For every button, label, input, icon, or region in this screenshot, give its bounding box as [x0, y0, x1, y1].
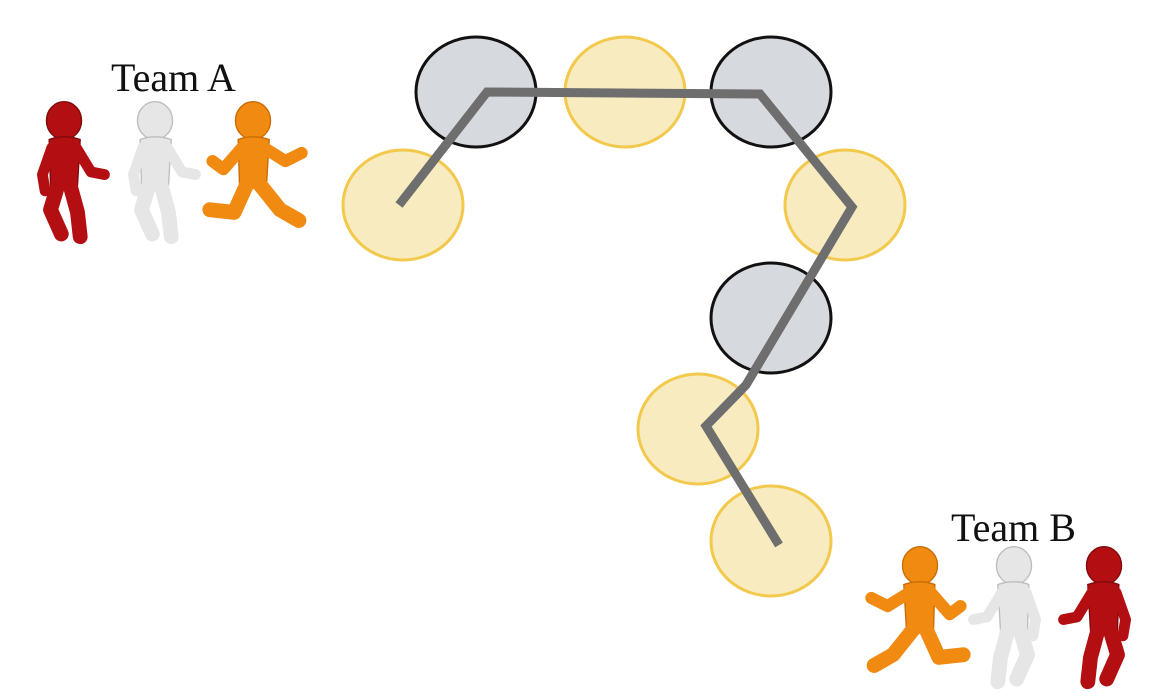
- team-a-player-1-figure: [36, 101, 110, 245]
- yellow-hoop-8: [709, 484, 833, 598]
- team-a-player-2-figure: [127, 101, 201, 245]
- team-b-player-2-figure: [968, 546, 1042, 690]
- team-a-label: Team A: [111, 55, 236, 100]
- team-b-player-3-figure: [1058, 546, 1132, 690]
- course-path: [395, 87, 858, 548]
- team-a-player-3-figure: [202, 101, 308, 228]
- team-b-player-1-figure: [865, 546, 971, 673]
- players-layer: [36, 101, 1132, 690]
- hoops-layer: [341, 35, 907, 598]
- team-b-label: Team B: [951, 505, 1076, 550]
